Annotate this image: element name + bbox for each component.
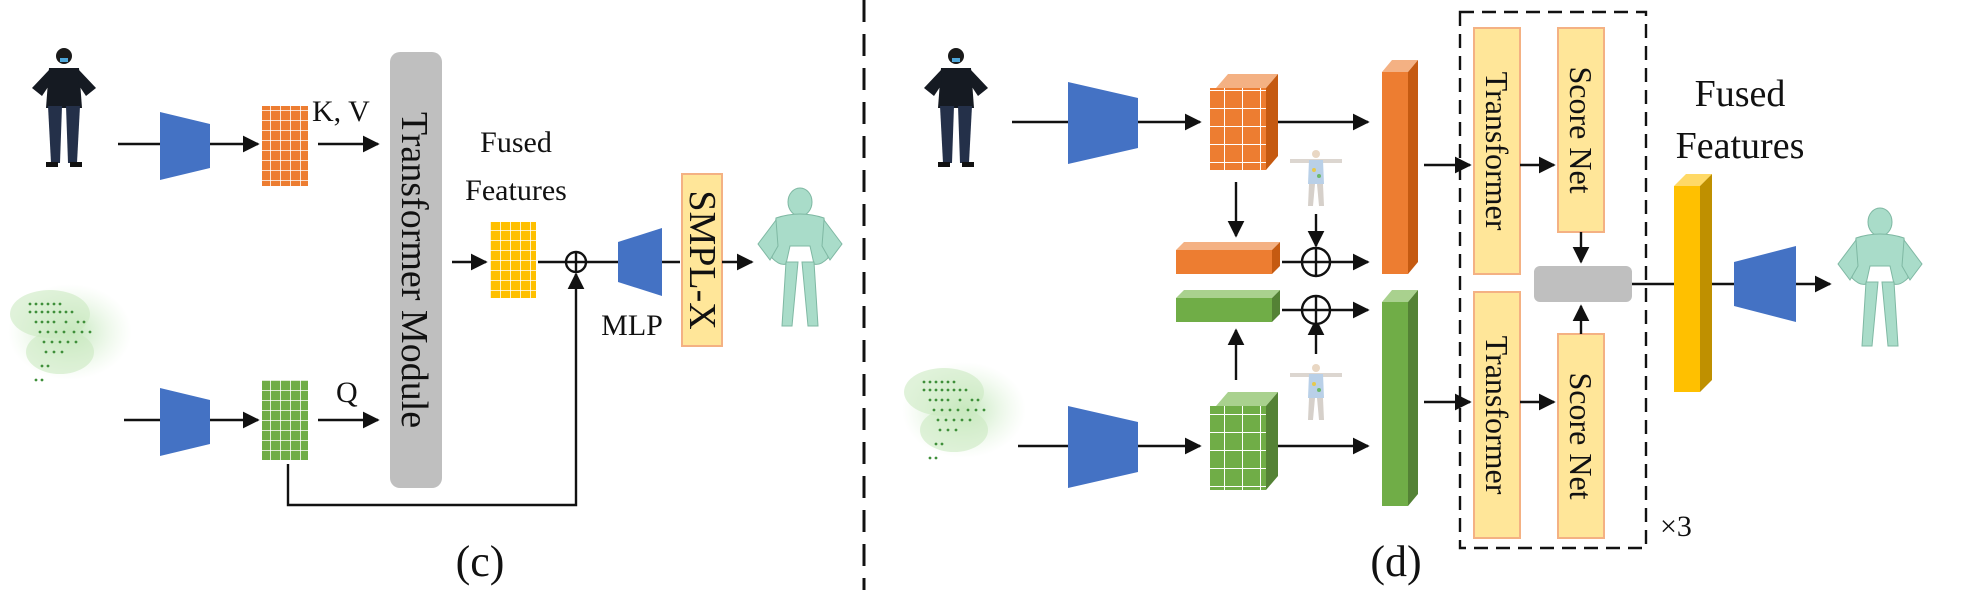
fused-features-label-2: Features xyxy=(1676,125,1805,167)
repeat-count-label: ×3 xyxy=(1660,510,1692,543)
image-feature-grid xyxy=(262,106,308,186)
add-operator-icon xyxy=(564,250,588,274)
point-feature-cube xyxy=(1210,392,1278,490)
panel-c: K, V Q Transformer Module Fused Features… xyxy=(8,48,843,586)
mlp-label: MLP xyxy=(601,309,663,342)
point-flat-feature xyxy=(1176,290,1280,322)
score-net-label: Score Net xyxy=(1563,372,1599,499)
q-label: Q xyxy=(336,376,358,409)
smplx-label: SMPL-X xyxy=(681,190,723,329)
fusion-node xyxy=(1534,266,1632,302)
point-cloud-icon xyxy=(902,362,1026,460)
fused-features-label-1: Fused xyxy=(480,126,552,159)
image-encoder xyxy=(160,112,210,180)
point-encoder xyxy=(160,388,210,456)
point-feature-grid xyxy=(262,380,308,460)
smpl-template-icon xyxy=(1290,364,1342,420)
caption-c: (c) xyxy=(456,537,505,586)
transformer-label: Transformer xyxy=(1479,72,1515,231)
fused-feature-bar xyxy=(1674,174,1712,392)
transformer-box xyxy=(1473,291,1521,539)
image-encoder xyxy=(1068,82,1138,164)
point-cloud-icon xyxy=(8,284,132,382)
human-mesh-icon xyxy=(1837,207,1923,347)
add-operator-icon xyxy=(1300,246,1332,278)
image-token-bar xyxy=(1382,60,1418,274)
score-net-box xyxy=(1557,333,1605,539)
smplx-box xyxy=(681,173,723,347)
score-net-label: Score Net xyxy=(1563,66,1599,193)
transformer-box xyxy=(1473,27,1521,275)
transformer-label: Transformer xyxy=(1479,336,1515,495)
caption-d: (d) xyxy=(1370,537,1421,586)
smpl-template-icon xyxy=(1290,150,1342,206)
add-operator-icon xyxy=(1300,294,1332,326)
image-flat-feature xyxy=(1176,242,1280,274)
mlp-block xyxy=(1734,246,1796,322)
mlp-block xyxy=(618,228,662,296)
kv-label: K, V xyxy=(312,95,370,128)
point-token-bar xyxy=(1382,290,1418,506)
panel-d: Transformer Score Net Transformer Score … xyxy=(902,10,1923,586)
fused-feature-grid xyxy=(490,222,536,298)
transformer-module-label: Transformer Module xyxy=(393,112,435,428)
person-photo-icon xyxy=(32,48,96,167)
point-encoder xyxy=(1068,406,1138,488)
repeat-block-frame xyxy=(1458,10,1648,550)
human-mesh-icon xyxy=(757,187,843,327)
transformer-module-box xyxy=(390,52,442,488)
fused-features-label-1: Fused xyxy=(1695,73,1786,115)
person-photo-icon xyxy=(924,48,988,167)
image-feature-cube xyxy=(1210,74,1278,170)
fused-features-label-2: Features xyxy=(465,174,567,207)
